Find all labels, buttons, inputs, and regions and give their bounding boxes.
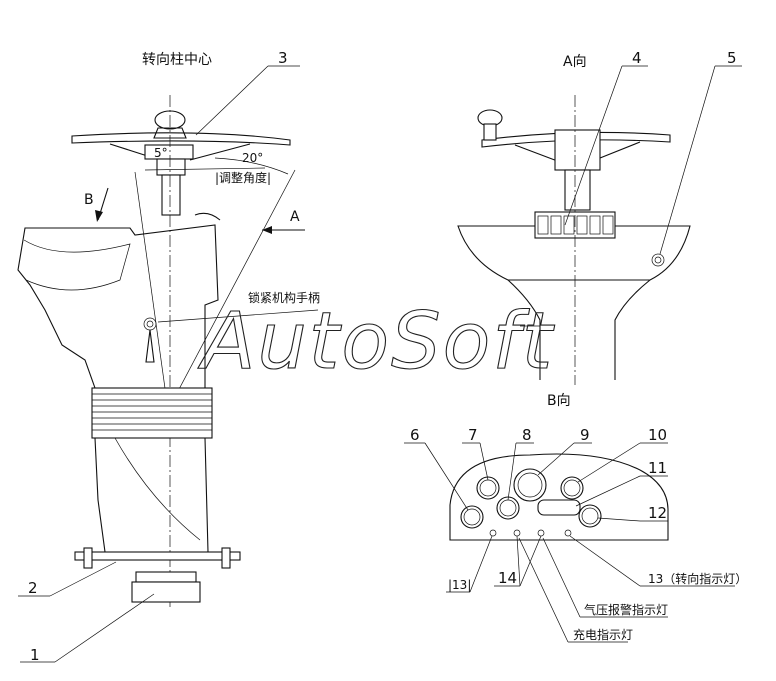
callout-13b: |13| xyxy=(448,578,471,592)
angle-5-label: 5° xyxy=(154,146,168,160)
callout-5: 5 xyxy=(727,49,737,67)
side-view: 转向柱中心 5° 20° |调整角度| A B 锁紧机构手柄 xyxy=(17,49,320,664)
bellows xyxy=(91,387,213,439)
charge-light-label: 充电指示灯 xyxy=(573,627,633,642)
view-a-label: A向 xyxy=(563,54,587,70)
arrow-a-label: A xyxy=(290,209,300,225)
callout-14: 14 xyxy=(498,569,517,587)
lock-handle-label: 锁紧机构手柄 xyxy=(248,290,320,305)
autosoft-watermark: AutoSoft xyxy=(197,297,555,387)
arrow-b-label: B xyxy=(84,192,94,208)
callout-3: 3 xyxy=(278,49,288,67)
callout-12: 12 xyxy=(648,504,667,522)
angle-20-label: 20° xyxy=(242,151,263,165)
callout-9: 9 xyxy=(580,426,590,444)
callout-8: 8 xyxy=(522,426,532,444)
callout-7: 7 xyxy=(468,426,478,444)
adjust-angle-label: |调整角度| xyxy=(215,170,271,185)
view-b-label: B向 xyxy=(547,393,571,409)
center-label: 转向柱中心 xyxy=(142,52,212,68)
instrument-panel: 6 7 8 9 10 11 12 13（转向指示灯） |13| 14 气压报警指… xyxy=(404,426,747,643)
callout-4: 4 xyxy=(632,49,642,67)
callout-10: 10 xyxy=(648,426,667,444)
pressure-light-label: 气压报警指示灯 xyxy=(584,602,668,617)
callout-11: 11 xyxy=(648,459,667,477)
callout-2: 2 xyxy=(28,579,38,597)
callout-1: 1 xyxy=(30,646,40,664)
switch-panel xyxy=(537,215,614,235)
callout-6: 6 xyxy=(410,426,420,444)
front-view: A向 B向 4 5 xyxy=(457,49,742,409)
turn-light-label: 13（转向指示灯） xyxy=(648,571,747,586)
